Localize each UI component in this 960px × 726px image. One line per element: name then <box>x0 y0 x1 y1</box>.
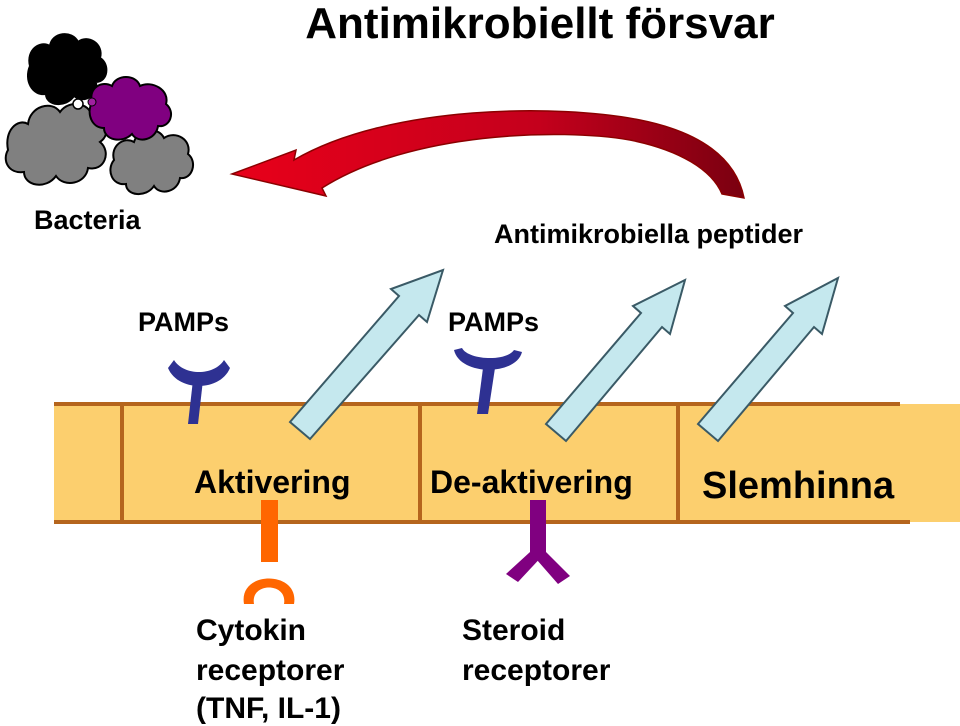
steroid-receptor-icon <box>506 500 570 584</box>
steroid-label-line1: Steroid <box>462 614 565 647</box>
cytokine-label-line3: (TNF, IL-1) <box>196 692 341 725</box>
activation-label: Aktivering <box>194 464 350 500</box>
cytokine-label-line2: receptorer <box>196 654 345 687</box>
deactivation-label: De-aktivering <box>430 464 633 500</box>
bacterium-gray-left-icon <box>4 103 108 186</box>
peptides-label: Antimikrobiella peptider <box>494 219 804 249</box>
pamps-left-label: PAMPs <box>138 307 229 337</box>
cytokine-receptor-icon <box>243 500 295 604</box>
pamp-receptor-right-icon <box>454 348 522 414</box>
bacterium-gray-right-icon <box>109 129 195 195</box>
steroid-label-line2: receptorer <box>462 654 611 687</box>
pamp-receptor-left-icon <box>168 360 230 424</box>
mucosa-label: Slemhinna <box>702 465 895 507</box>
peptide-arrow-icon <box>544 278 687 443</box>
cytokine-label-line1: Cytokin <box>196 614 306 647</box>
pamps-right-label: PAMPs <box>448 307 539 337</box>
peptide-arrow-icon <box>696 276 840 443</box>
bacteria-label: Bacteria <box>34 205 142 235</box>
bacterium-purple-icon <box>88 76 173 141</box>
peptide-arrow-icon <box>288 268 445 441</box>
bacterium-black-icon <box>27 33 108 105</box>
curved-arrow-icon <box>229 110 745 199</box>
bacteria-cluster-icon <box>4 33 195 195</box>
page-title: Antimikrobiellt försvar <box>305 0 774 48</box>
